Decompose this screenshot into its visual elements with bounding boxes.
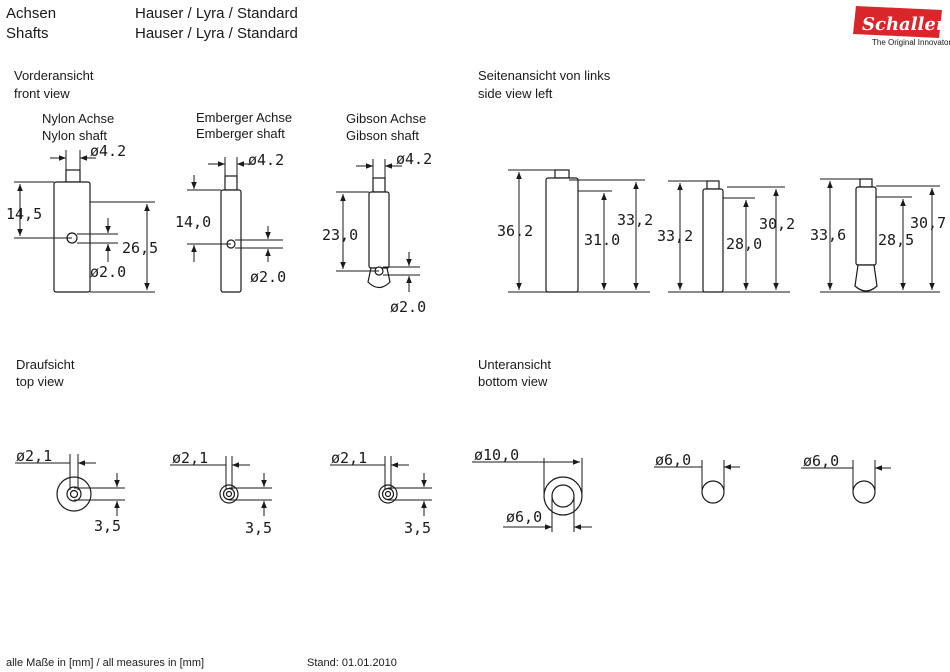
subtitle-de: Hauser / Lyra / Standard [135, 5, 298, 22]
top-emberger-offset: 3,5 [245, 519, 272, 537]
schaller-logo: Schaller The Original Innovators [850, 4, 950, 50]
emberger-side-view: 33,2 28,0 30,2 [657, 180, 795, 293]
top-gibson-offset: 3,5 [404, 519, 431, 537]
nylon-height: 14,5 [6, 205, 42, 223]
gibson-top-view: ø2,1 3,5 [330, 449, 432, 537]
footer-units: alle Maße in [mm] / all measures in [mm] [6, 657, 205, 669]
side-gibson-end [854, 264, 878, 292]
section-bottom-en: bottom view [478, 374, 548, 389]
section-side-de: Seitenansicht von links [478, 68, 611, 83]
nylon-top-dia: ø4.2 [90, 142, 126, 160]
top-gibson-hole [384, 490, 392, 498]
emberger-height: 14,0 [175, 213, 211, 231]
emberger-shaft-tip [224, 175, 238, 191]
top-nylon-hole [69, 489, 79, 499]
gibson-bottom-view: ø6,0 [801, 452, 891, 504]
emberger-label-en: Emberger shaft [196, 126, 285, 141]
gibson-shaft-body [368, 191, 390, 269]
side-gibson-c: 30,7 [910, 214, 946, 232]
emberger-hole-dia: ø2.0 [250, 268, 286, 286]
title-en: Shafts [6, 25, 49, 42]
gibson-side-view: 33,6 28,5 30,7 [810, 178, 946, 293]
top-emberger-hole [225, 490, 233, 498]
side-emberger-body [702, 188, 724, 293]
svg-text:Schaller: Schaller [862, 14, 945, 35]
nylon-bottom-view: ø10,0 ø6,0 [472, 446, 592, 532]
side-nylon-tip [554, 169, 570, 179]
section-bottom-de: Unteransicht [478, 357, 551, 372]
section-top-de: Draufsicht [16, 357, 75, 372]
side-gibson-b: 28,5 [878, 231, 914, 249]
top-nylon-offset: 3,5 [94, 517, 121, 535]
title-de: Achsen [6, 5, 57, 22]
gibson-shaft-end [367, 267, 391, 289]
nylon-shaft-tip [65, 169, 81, 183]
bottom-nylon-outer-dia: ø10,0 [474, 446, 519, 464]
nylon-hole-dia: ø2.0 [90, 263, 126, 281]
gibson-height: 23,0 [322, 226, 358, 244]
nylon-top-view: ø2,1 3,5 [15, 447, 125, 535]
bottom-emberger-dia: ø6,0 [655, 451, 691, 469]
bottom-nylon-inner [551, 484, 575, 508]
section-top-en: top view [16, 374, 64, 389]
section-front-en: front view [14, 86, 70, 101]
side-emberger-a: 33,2 [657, 227, 693, 245]
logo-tagline: The Original Innovators [872, 38, 950, 47]
gibson-hole-dia: ø2.0 [390, 298, 426, 316]
gibson-shaft-tip [372, 177, 386, 193]
side-emberger-b: 28,0 [726, 235, 762, 253]
top-emberger-dia: ø2,1 [172, 449, 208, 467]
emberger-front-view: ø4.2 14,0 ø2.0 [175, 151, 286, 293]
section-side-en: side view left [478, 86, 553, 101]
nylon-total: 26,5 [122, 239, 158, 257]
bottom-nylon-inner-dia: ø6,0 [506, 508, 542, 526]
side-emberger-c: 30,2 [759, 215, 795, 233]
bottom-gibson-dia: ø6,0 [803, 452, 839, 470]
gibson-top-dia: ø4.2 [396, 150, 432, 168]
section-front-de: Vorderansicht [14, 68, 94, 83]
nylon-label-de: Nylon Achse [42, 111, 115, 126]
nylon-label-en: Nylon shaft [42, 128, 108, 143]
gibson-label-de: Gibson Achse [346, 111, 427, 126]
bottom-gibson-circle [852, 480, 876, 504]
side-nylon-c: 33,2 [617, 211, 653, 229]
gibson-front-view: ø4.2 23,0 ø2.0 [322, 150, 432, 316]
side-gibson-a: 33,6 [810, 226, 846, 244]
side-nylon-a: 36.2 [497, 222, 533, 240]
bottom-emberger-circle [701, 480, 725, 504]
top-nylon-dia: ø2,1 [16, 447, 52, 465]
emberger-bottom-view: ø6,0 [654, 451, 740, 504]
side-gibson-tip [859, 178, 873, 188]
top-gibson-dia: ø2,1 [331, 449, 367, 467]
side-gibson-body [855, 186, 877, 266]
emberger-label-de: Emberger Achse [196, 110, 293, 125]
nylon-front-view: ø4.2 14,5 26,5 ø2.0 [6, 142, 158, 293]
side-nylon-b: 31.0 [584, 231, 620, 249]
footer-date: Stand: 01.01.2010 [307, 657, 397, 669]
schaller-logo-mark: Schaller [853, 6, 947, 38]
side-nylon-body [545, 177, 579, 293]
subtitle-en: Hauser / Lyra / Standard [135, 25, 298, 42]
gibson-label-en: Gibson shaft [346, 128, 419, 143]
nylon-side-view: 36.2 31.0 33,2 [497, 169, 653, 293]
emberger-top-view: ø2,1 3,5 [170, 449, 272, 537]
emberger-top-dia: ø4.2 [248, 151, 284, 169]
side-emberger-tip [706, 180, 720, 190]
